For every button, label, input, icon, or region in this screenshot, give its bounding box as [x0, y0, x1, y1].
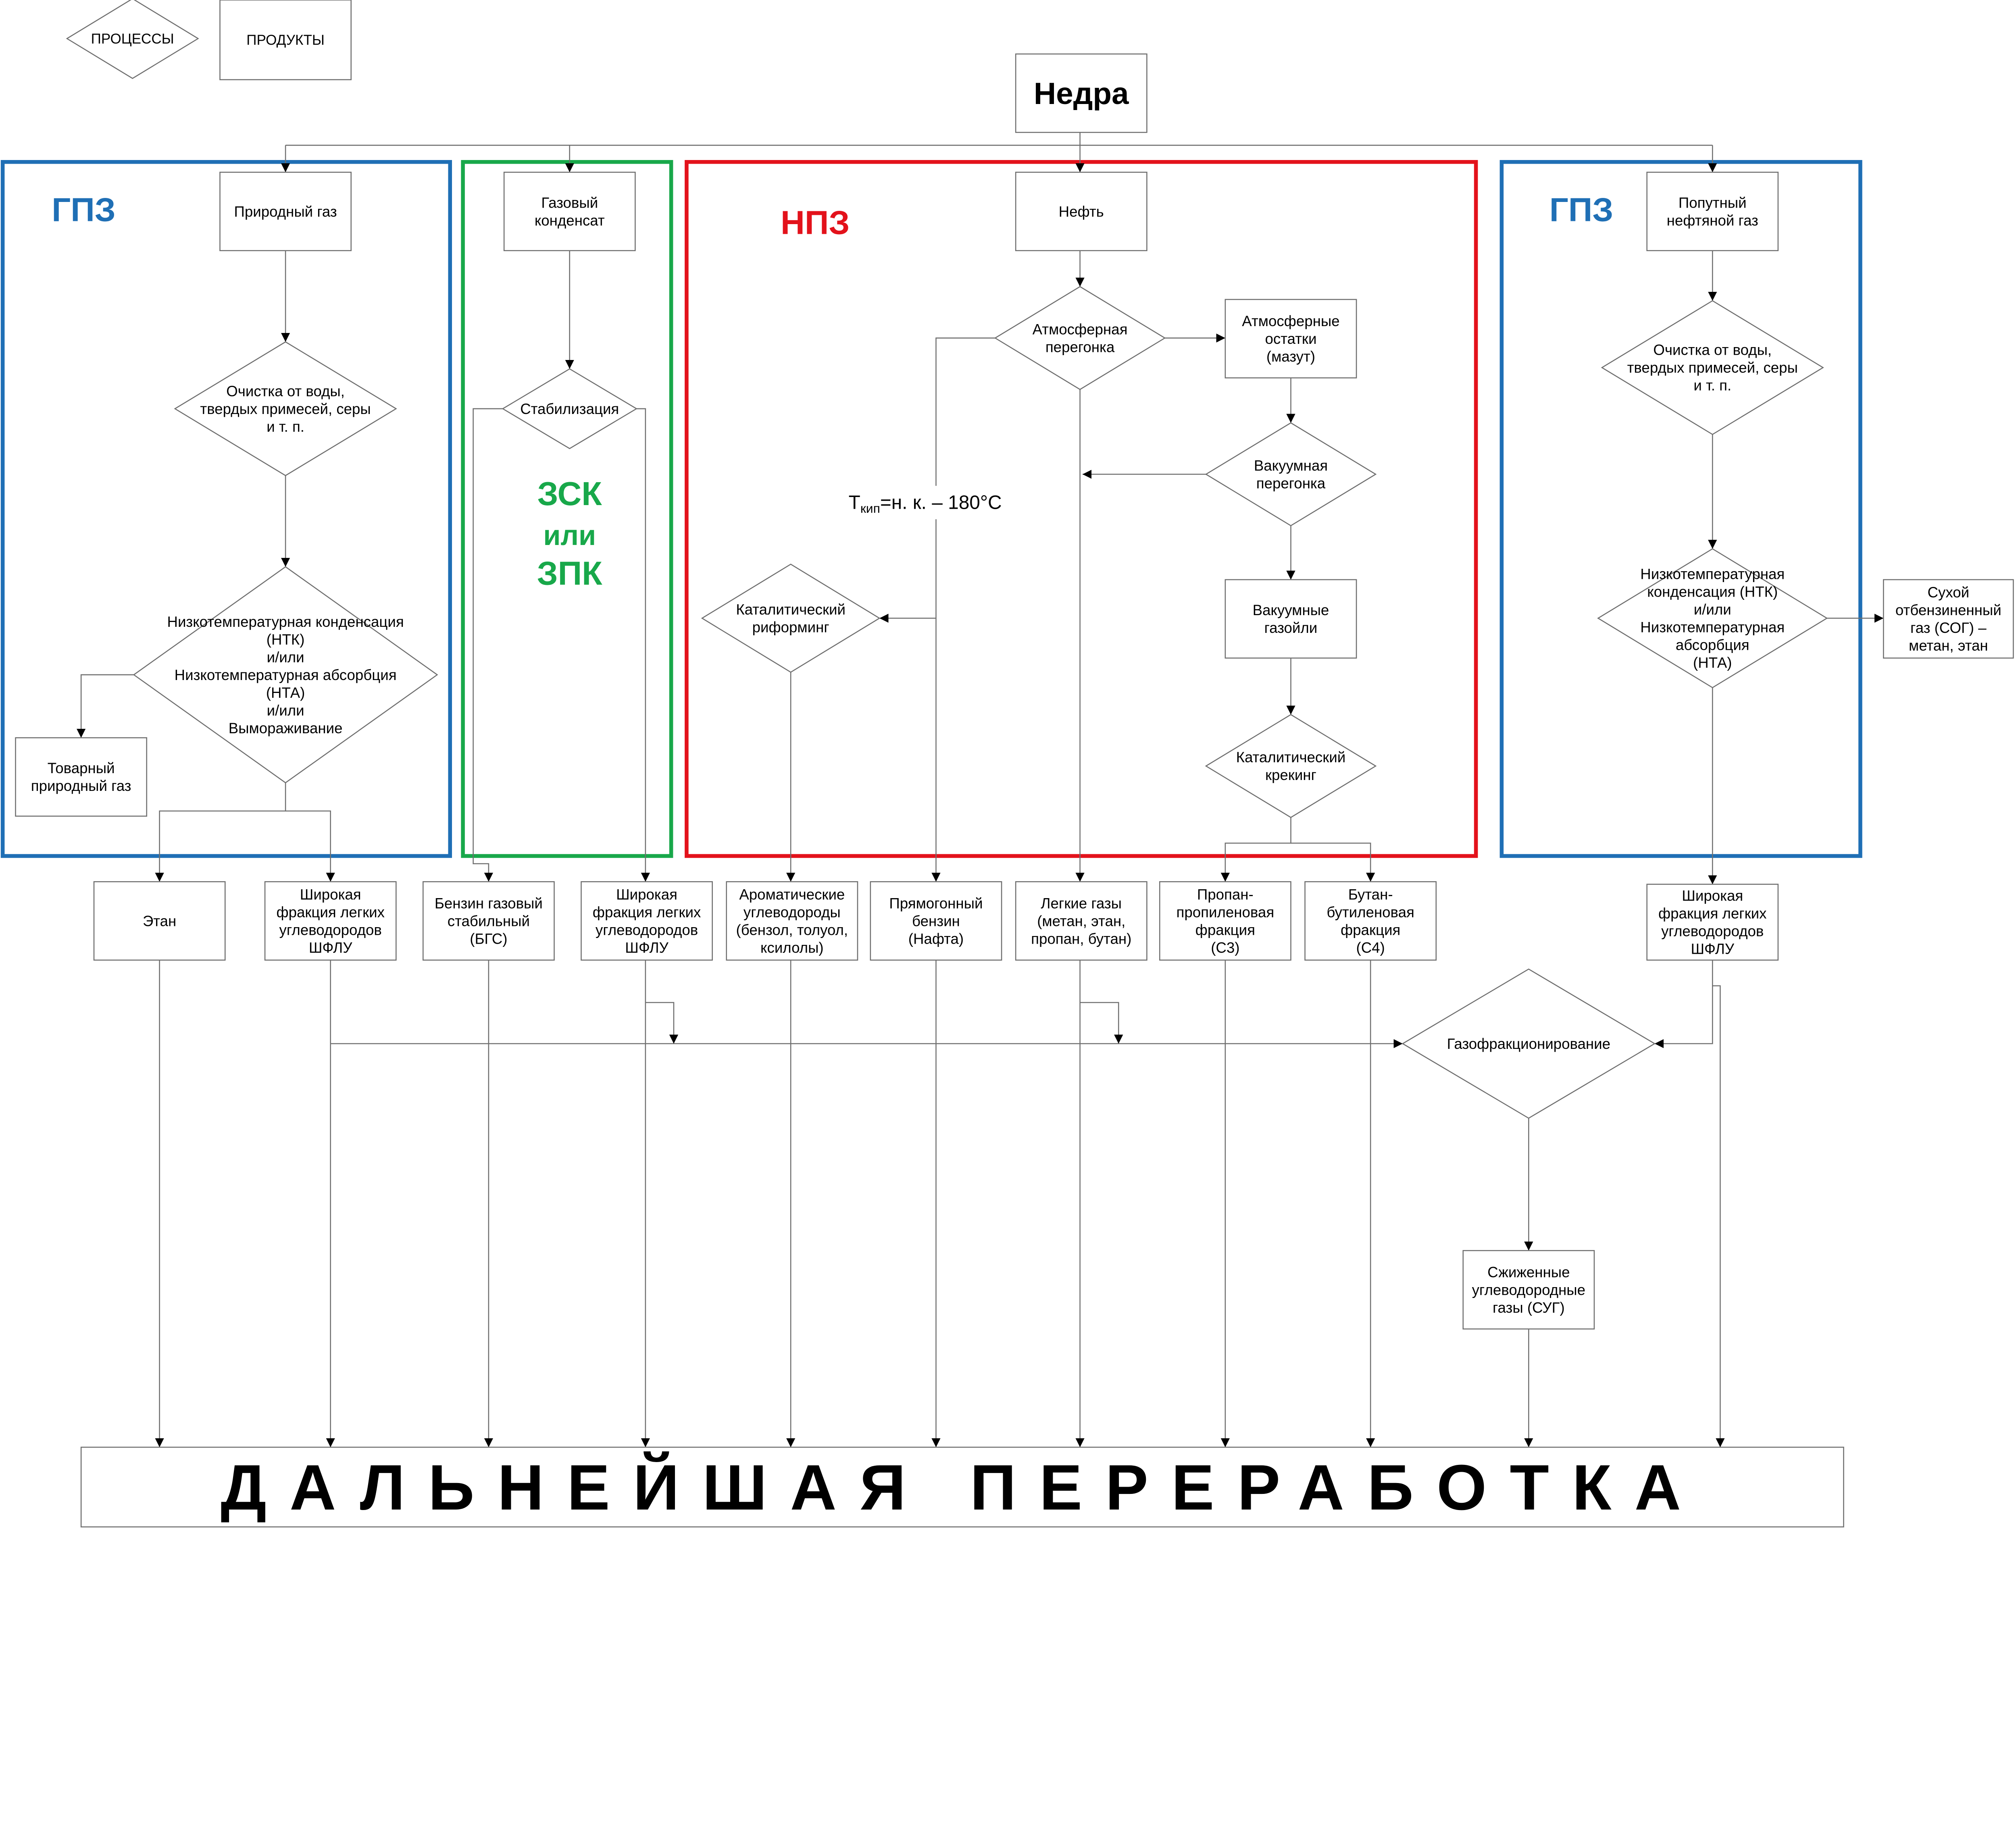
connector-arrow — [155, 782, 286, 882]
stabilization-label: Стабилизация — [520, 401, 619, 417]
region-zsk — [461, 160, 673, 858]
connector-arrow — [76, 674, 134, 738]
region-label-zsk: ЗСК — [537, 475, 602, 512]
product-nedra: Недра — [1015, 53, 1148, 133]
further-processing-label: ДАЛЬНЕЙШАЯ ПЕРЕРАБОТКА — [221, 1451, 1704, 1523]
ntk-left-label: Низкотемпературная конденсация(НТК)и/или… — [167, 614, 404, 736]
process-label: ПРОЦЕССЫ — [91, 31, 174, 47]
connector-arrow — [1220, 817, 1291, 882]
connector-arrow — [1080, 1002, 1123, 1044]
connector-arrow — [636, 408, 650, 882]
boiling-range-annotation: Tкип=н. к. – 180°C — [849, 492, 1002, 516]
product-oil: Нефть — [1015, 171, 1148, 252]
region-label-npz: НПЗ — [781, 204, 850, 241]
process-process: ПРОЦЕССЫ — [66, 0, 199, 79]
product-label: ПРОДУКТЫ — [246, 32, 325, 48]
connector-arrow — [645, 1002, 679, 1044]
product-further-processing: ДАЛЬНЕЙШАЯ ПЕРЕРАБОТКА — [80, 1446, 1844, 1528]
nedra-label: Недра — [1034, 77, 1129, 111]
product-ethane: Этан — [93, 881, 226, 961]
process-gas-fractionation: Газофракционирование — [1402, 968, 1656, 1119]
connector-arrow — [1712, 985, 1725, 1448]
connector-arrow — [1654, 960, 1713, 1048]
process-stabilization: Стабилизация — [502, 368, 638, 449]
gas-fractionation-label: Газофракционирование — [1447, 1036, 1610, 1052]
oil-label: Нефть — [1059, 203, 1104, 220]
region-label-zpk: ЗПК — [537, 555, 602, 592]
ethane-label: Этан — [143, 913, 176, 929]
process-ntk-left: Низкотемпературная конденсация(НТК)и/или… — [133, 566, 438, 784]
region-label-gpz-right: ГПЗ — [1549, 191, 1613, 228]
region-gpz-right — [1500, 160, 1862, 858]
connector-arrow — [1291, 842, 1375, 882]
connector-arrow — [935, 337, 996, 489]
connector-arrow — [285, 810, 335, 882]
product-natural-gas: Природный газ — [219, 171, 352, 252]
natural-gas-label: Природный газ — [234, 203, 337, 220]
region-label-or: или — [543, 520, 596, 551]
region-gpz-left — [0, 160, 452, 858]
product-product: ПРОДУКТЫ — [219, 0, 352, 80]
product-light-gases: Легкие газы(метан, этан,пропан, бутан) — [1015, 881, 1148, 961]
light-gases-label: Легкие газы(метан, этан,пропан, бутан) — [1031, 895, 1131, 947]
region-npz — [685, 160, 1478, 858]
region-label-gpz-left: ГПЗ — [52, 191, 115, 228]
connector-arrow — [473, 408, 503, 882]
